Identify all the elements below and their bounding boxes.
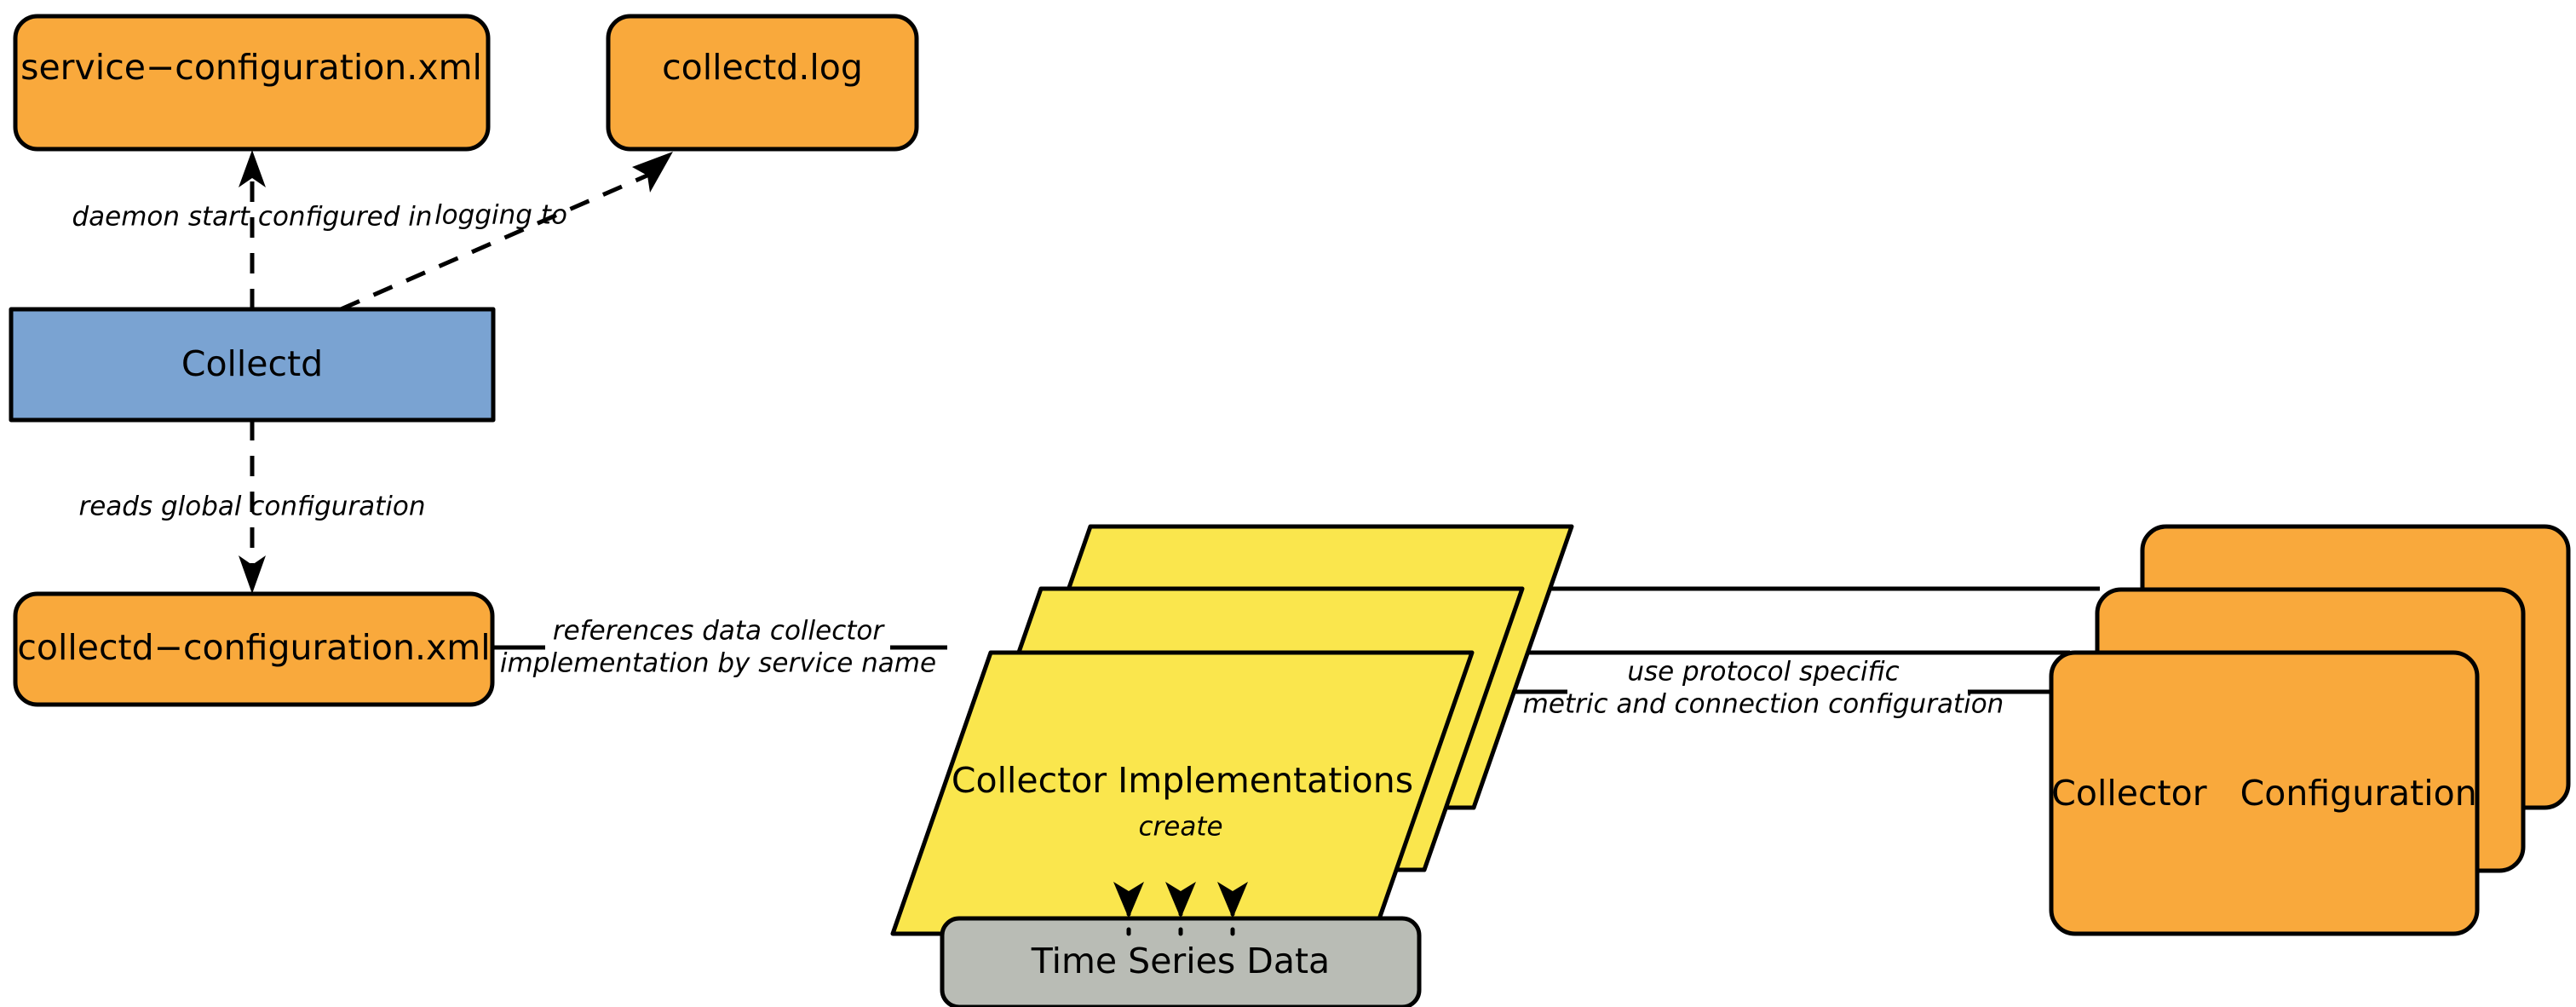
edge-create-arrowhead-1 — [1113, 882, 1144, 918]
edge-daemon-start-arrowhead — [239, 150, 266, 187]
edge-daemon-start-configured-in[interactable]: daemon start configured in — [72, 150, 433, 309]
node-collector-implementations-stack[interactable]: Collector Implementations — [890, 524, 1574, 936]
service-configuration-xml-box[interactable] — [13, 14, 491, 152]
edge-references-label-line1: references data collector — [553, 616, 886, 647]
edge-create-arrowhead-2 — [1165, 882, 1196, 918]
edge-create[interactable]: create — [1113, 812, 1248, 936]
node-collectd-log[interactable]: collectd.log — [606, 14, 919, 152]
edge-references-data-collector[interactable]: references data collector implementation… — [492, 616, 947, 679]
collectd-box[interactable] — [9, 307, 496, 423]
collectd-label: Collectd — [181, 343, 323, 384]
collectd-log-label: collectd.log — [662, 47, 863, 88]
edge-logging-to-line — [339, 172, 651, 312]
service-configuration-xml-label: service−configuration.xml — [20, 47, 482, 88]
edge-create-label: create — [1138, 812, 1222, 843]
node-collectd-configuration-xml[interactable]: collectd−configuration.xml — [13, 591, 495, 707]
edge-references-label-line2: implementation by service name — [500, 648, 936, 679]
edge-use-protocol-specific[interactable]: use protocol specific metric and connect… — [1452, 586, 2100, 720]
edge-daemon-start-label: daemon start configured in — [72, 202, 432, 233]
edge-logging-to[interactable]: logging to — [339, 152, 673, 312]
edge-reads-global-configuration[interactable]: reads global configuration — [78, 420, 426, 594]
collectd-log-box[interactable] — [606, 14, 919, 152]
edge-protocol-label-line1: use protocol specific — [1627, 657, 1899, 688]
collectd-configuration-xml-box[interactable] — [13, 591, 495, 707]
collectd-configuration-xml-label: collectd−configuration.xml — [17, 627, 490, 668]
edge-create-arrowhead-3 — [1217, 882, 1248, 918]
edge-protocol-label-line2: metric and connection configuration — [1523, 689, 2004, 720]
collector-configuration-label: Collector Configuration — [2051, 773, 2476, 814]
edge-reads-global-label: reads global configuration — [78, 492, 425, 522]
node-collectd[interactable]: Collectd — [9, 307, 496, 423]
time-series-data-label: Time Series Data — [1031, 941, 1330, 981]
node-service-configuration-xml[interactable]: service−configuration.xml — [13, 14, 491, 152]
collector-implementations-label: Collector Implementations — [952, 760, 1413, 801]
node-collector-configuration-stack[interactable]: Collector Configuration — [2049, 524, 2571, 936]
collector-configuration-card-front[interactable] — [2049, 650, 2480, 936]
edge-logging-to-arrowhead — [632, 152, 673, 193]
edge-logging-to-label: logging to — [434, 200, 567, 231]
edge-reads-global-arrowhead — [239, 555, 266, 594]
